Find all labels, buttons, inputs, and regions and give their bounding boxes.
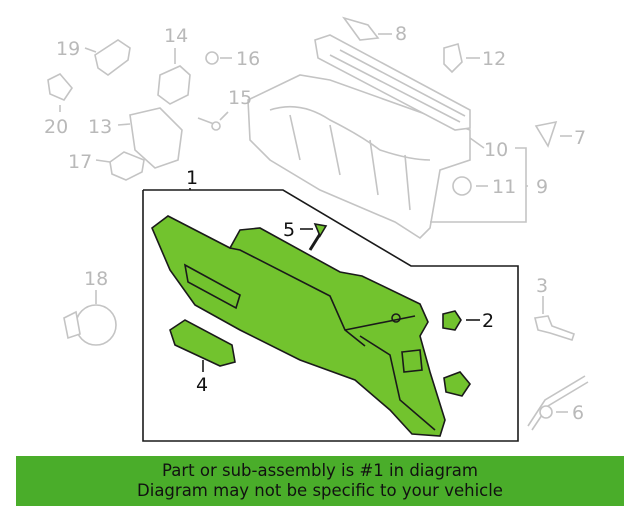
callout-19: 19 [56,38,80,60]
part-14-switch [157,48,191,105]
callout-15: 15 [228,87,252,109]
part-2-bumper [442,310,480,331]
callout-10: 10 [484,139,508,161]
part-6-cable [527,375,589,431]
part-9-10-bracket [430,137,528,223]
assembly-outline [142,188,519,442]
callout-5: 5 [283,219,295,241]
cross-beam [314,34,471,131]
callout-13: 13 [88,116,112,138]
callout-14: 14 [164,25,188,47]
part-13-lamp [117,107,183,169]
callout-3: 3 [536,275,548,297]
part-20-clip [47,73,74,112]
callout-12: 12 [482,48,506,70]
part-8-bracket [341,16,392,41]
banner-line-1: Part or sub-assembly is #1 in diagram [162,461,478,480]
parts-diagram: 1 2 3 4 5 6 7 8 9 10 11 12 13 14 15 16 1… [44,16,589,442]
part-16-clip [205,51,232,65]
part-7-bracket [534,120,572,148]
callout-17: 17 [68,151,92,173]
part-19-sensor [84,39,131,76]
part-11-cap [452,176,488,196]
callout-20: 20 [44,116,68,138]
callout-11: 11 [492,176,516,198]
callout-16: 16 [236,48,260,70]
banner-line-2: Diagram may not be specific to your vehi… [137,481,503,500]
callout-18: 18 [84,268,108,290]
part-17-damper [95,151,145,181]
callout-6: 6 [572,402,584,424]
part-2b-bumper [443,371,471,397]
glove-box-assembly [151,215,446,437]
callout-7: 7 [574,127,586,149]
callout-8: 8 [395,23,407,45]
part-5-screw [300,222,328,251]
part-3-bolt [534,296,576,342]
callout-1: 1 [186,167,198,189]
info-banner: Part or sub-assembly is #1 in diagram Di… [16,456,624,506]
part-15-screw [197,111,229,131]
instrument-panel-carrier [247,74,471,240]
callout-4: 4 [196,374,208,396]
part-18-motor [63,290,117,346]
callout-2: 2 [482,310,494,332]
part-4-latch [169,319,236,372]
callout-9: 9 [536,176,548,198]
part-12-clip [443,42,480,74]
